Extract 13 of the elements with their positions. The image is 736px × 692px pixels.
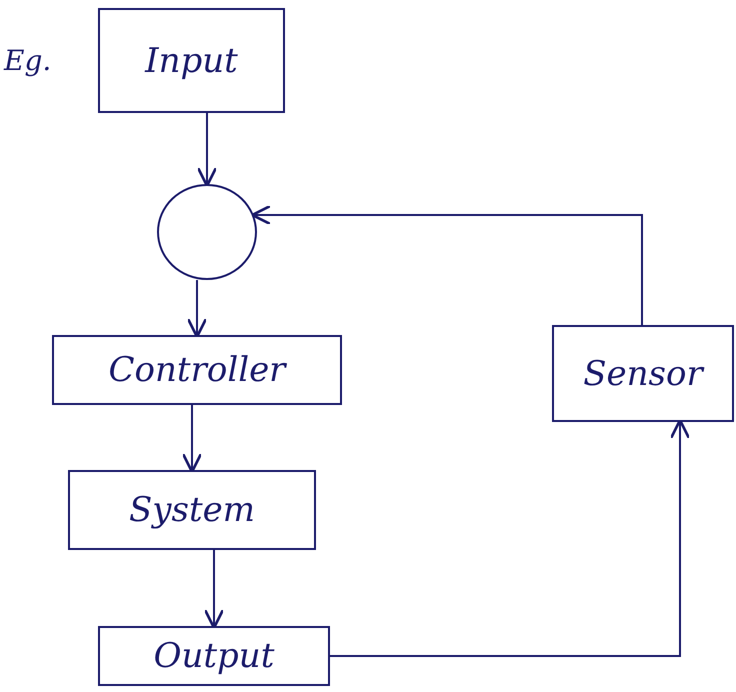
process-box	[98, 8, 285, 113]
box-label: Controller	[108, 350, 286, 390]
process-box	[98, 626, 330, 686]
process-box	[68, 470, 316, 550]
process-box	[52, 335, 342, 405]
process-box	[552, 325, 734, 422]
box-label: Sensor	[583, 354, 703, 394]
arrow	[250, 204, 643, 325]
box-label: System	[129, 490, 255, 530]
summing-junction-circle	[157, 184, 257, 280]
box-label: Input	[145, 40, 238, 80]
box-label: Output	[154, 636, 274, 676]
note-label: Eg.	[4, 44, 52, 77]
